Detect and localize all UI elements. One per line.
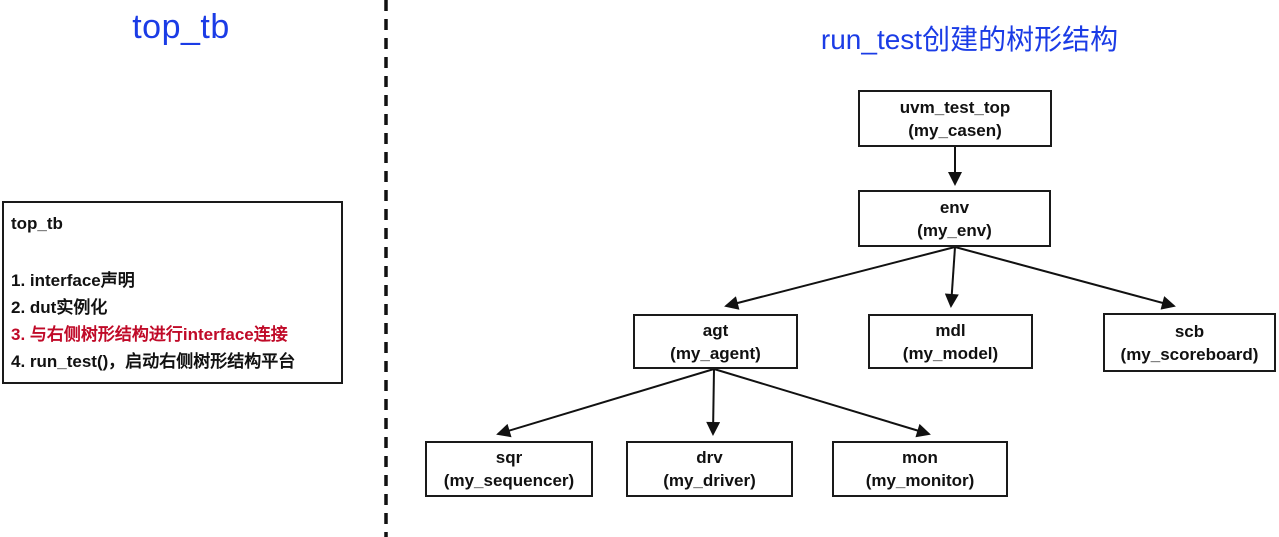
note-item-2: 2. dut实例化: [11, 298, 108, 317]
node-label: scb: [1174, 321, 1205, 341]
left-panel-title: top_tb: [132, 8, 230, 46]
node-instance: (my_sequencer): [443, 471, 575, 490]
edge-env-scb: [954, 246, 1176, 310]
tree-node-sqr: sqr (my_sequencer): [425, 441, 593, 497]
edge-env-mdl: [944, 246, 959, 308]
node-instance: (my_env): [917, 220, 992, 240]
tree-node-uvm-test-top: uvm_test_top (my_casen): [858, 90, 1052, 147]
node-instance: (my_scoreboard): [1120, 344, 1259, 364]
tree-node-mon: mon (my_monitor): [832, 441, 1008, 497]
tree-edges: [496, 147, 1176, 438]
tree-node-env: env (my_env): [858, 190, 1051, 247]
top-tb-note-box: top_tb 1. interface声明 2. dut实例化 3. 与右侧树形…: [2, 201, 343, 384]
tree-node-drv: drv (my_driver): [626, 441, 793, 497]
edge-agt-sqr: [496, 368, 715, 438]
node-label: agt: [702, 320, 729, 340]
node-instance: (my_model): [902, 343, 999, 363]
note-box-heading: top_tb: [11, 214, 63, 233]
tree-node-agt: agt (my_agent): [633, 314, 798, 369]
note-item-3-highlighted: 3. 与右侧树形结构进行interface连接: [11, 325, 288, 344]
node-label: env: [939, 197, 970, 217]
node-label: sqr: [495, 448, 523, 467]
node-instance: (my_monitor): [865, 471, 975, 490]
node-instance: (my_driver): [663, 471, 756, 490]
note-item-4: 4. run_test()，启动右侧树形结构平台: [11, 352, 296, 371]
node-instance: (my_casen): [908, 120, 1002, 140]
edge-agt-drv: [706, 368, 721, 436]
node-instance: (my_agent): [670, 343, 761, 363]
note-item-1: 1. interface声明: [11, 271, 135, 290]
node-label: drv: [696, 448, 723, 467]
tree-node-scb: scb (my_scoreboard): [1103, 313, 1276, 372]
node-label: mon: [902, 448, 938, 467]
edge-env-agt: [724, 246, 956, 310]
edge-agt-mon: [713, 368, 931, 438]
right-panel-title: run_test创建的树形结构: [820, 24, 1119, 55]
node-label: mdl: [935, 320, 966, 340]
tree-node-mdl: mdl (my_model): [868, 314, 1033, 369]
node-label: uvm_test_top: [899, 97, 1011, 117]
